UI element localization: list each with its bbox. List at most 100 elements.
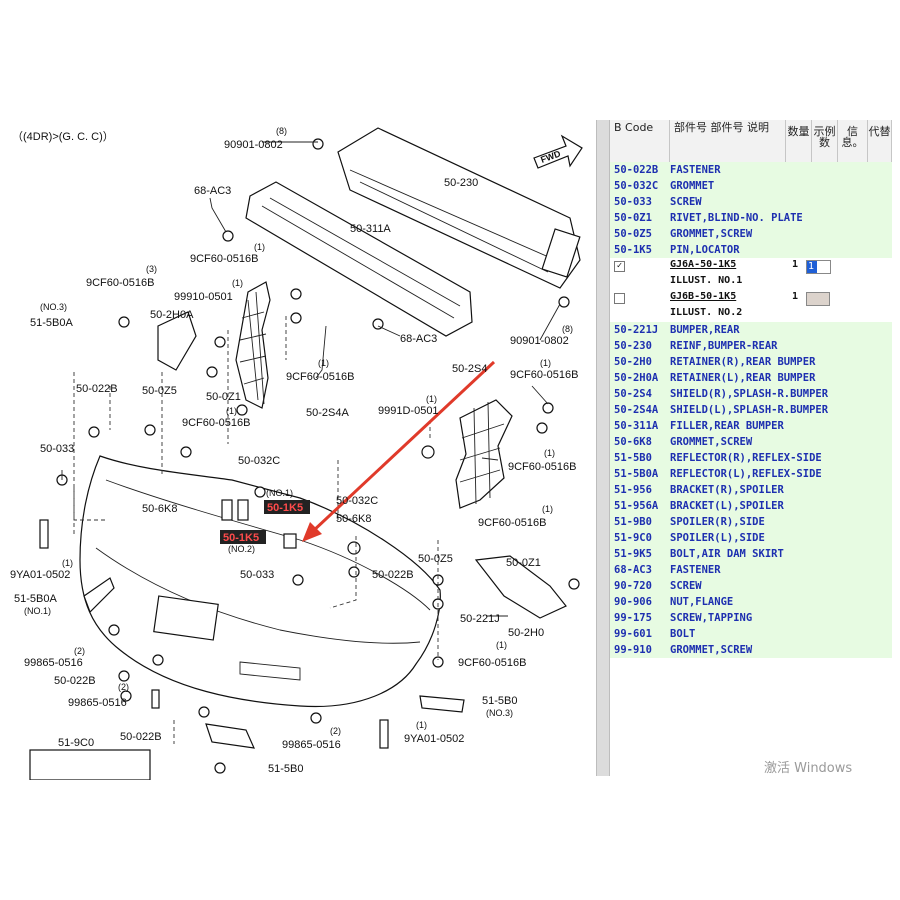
parts-row[interactable]: 50-032C GROMMET [610,178,892,194]
retainer-left [157,311,197,371]
svg-text:9CF60-0516B: 9CF60-0516B [478,517,547,529]
part-code: 99-601 [614,628,652,640]
part-code: 50-2H0 [614,356,652,368]
col-header-code[interactable]: B Code [610,120,670,162]
svg-text:(1): (1) [496,640,507,650]
highlight-tag-1k5-b-label: 50-1K5 [223,532,259,544]
highlight-tag-1k5-b[interactable] [220,530,266,544]
variant-part-number[interactable]: GJ6B-50-1K5 [670,291,737,302]
col-header-illust[interactable]: 示例数 [812,120,838,162]
svg-text:9CF60-0516B: 9CF60-0516B [508,461,577,473]
svg-text:50-221J: 50-221J [460,613,500,625]
parts-row[interactable]: 51-956 BRACKET(R),SPOILER [610,482,892,498]
col-header-replace[interactable]: 代替 [868,120,892,162]
part-code: 50-2S4A [614,404,659,416]
svg-text:90901-0802: 90901-0802 [510,335,569,347]
svg-text:(1): (1) [540,358,551,368]
svg-text:50-022B: 50-022B [120,731,162,743]
variant-qty: 1 [792,259,799,270]
svg-text:9CF60-0516B: 9CF60-0516B [458,657,527,669]
svg-text:50-032C: 50-032C [336,495,378,507]
part-description: BUMPER,REAR [670,324,740,336]
variant-checkbox[interactable]: ✓ [614,261,625,272]
variant-order-qty-input[interactable] [806,292,830,306]
part-description: BRACKET(R),SPOILER [670,484,784,496]
parts-row[interactable]: 50-2S4 SHIELD(R),SPLASH-R.BUMPER [610,386,892,402]
svg-text:(1): (1) [426,394,437,404]
col-header-info[interactable]: 信息。 [838,120,868,162]
part-description: NUT,FLANGE [670,596,734,608]
variant-part-number[interactable]: GJ6A-50-1K5 [670,259,737,270]
variant-checkbox[interactable] [614,293,625,304]
part-description: SHIELD(L),SPLASH-R.BUMPER [670,404,829,416]
svg-text:(1): (1) [542,504,553,514]
leader-lines [73,316,439,744]
bumper-cover [79,455,441,708]
callout-labels: (8) 90901-0802 50-230 68-AC3 50-311A (1)… [10,126,579,775]
part-code: 51-956 [614,484,652,496]
svg-text:50-022B: 50-022B [54,675,96,687]
part-code: 68-AC3 [614,564,652,576]
svg-text:50-6K8: 50-6K8 [336,513,371,525]
side-spoiler [205,723,255,749]
highlight-tag-1k5-a[interactable] [264,500,310,514]
col-header-qty[interactable]: 数量 [786,120,812,162]
part-description: GROMMET [670,180,715,192]
svg-text:50-2H0A: 50-2H0A [150,309,194,321]
svg-text:99865-0516: 99865-0516 [282,739,341,751]
part-code: 50-032C [614,180,659,192]
col-header-part-no[interactable]: 部件号 部件号 说明 [670,120,786,162]
part-description: RIVET,BLIND-NO. PLATE [670,212,803,224]
svg-text:50-032C: 50-032C [238,455,280,467]
parts-row[interactable]: 68-AC3 FASTENER [610,562,892,578]
part-code: 50-6K8 [614,436,652,448]
svg-text:51-5B0: 51-5B0 [482,695,517,707]
parts-diagram[interactable]: （(4DR)>(G. C. C)） FWD [0,120,596,780]
splitter-handle[interactable] [596,120,610,776]
svg-text:50-022B: 50-022B [372,569,414,581]
variant-order-qty-input[interactable]: 1 [806,260,831,274]
svg-text:51-5B0A: 51-5B0A [14,593,57,605]
svg-text:9CF60-0516B: 9CF60-0516B [182,417,251,429]
svg-text:99865-0516: 99865-0516 [68,697,127,709]
parts-row[interactable]: 50-2S4A SHIELD(L),SPLASH-R.BUMPER [610,402,892,418]
svg-text:(1): (1) [62,558,73,568]
part-code: 50-033 [614,196,652,208]
svg-text:(2): (2) [74,646,85,656]
variant-illust-number: ILLUST. NO.1 [670,275,743,286]
part-description: REFLECTOR(L),REFLEX-SIDE [670,468,822,480]
part-description: SCREW [670,580,702,592]
svg-text:9CF60-0516B: 9CF60-0516B [510,369,579,381]
part-description: FASTENER [670,564,721,576]
part-code: 51-5B0A [614,468,659,480]
variant-qty: 1 [792,291,799,302]
svg-text:(NO.2): (NO.2) [228,544,255,554]
part-description: SHIELD(R),SPLASH-R.BUMPER [670,388,829,400]
part-code: 50-2S4 [614,388,652,400]
parts-row[interactable]: 51-5B0A REFLECTOR(L),REFLEX-SIDE [610,466,892,482]
